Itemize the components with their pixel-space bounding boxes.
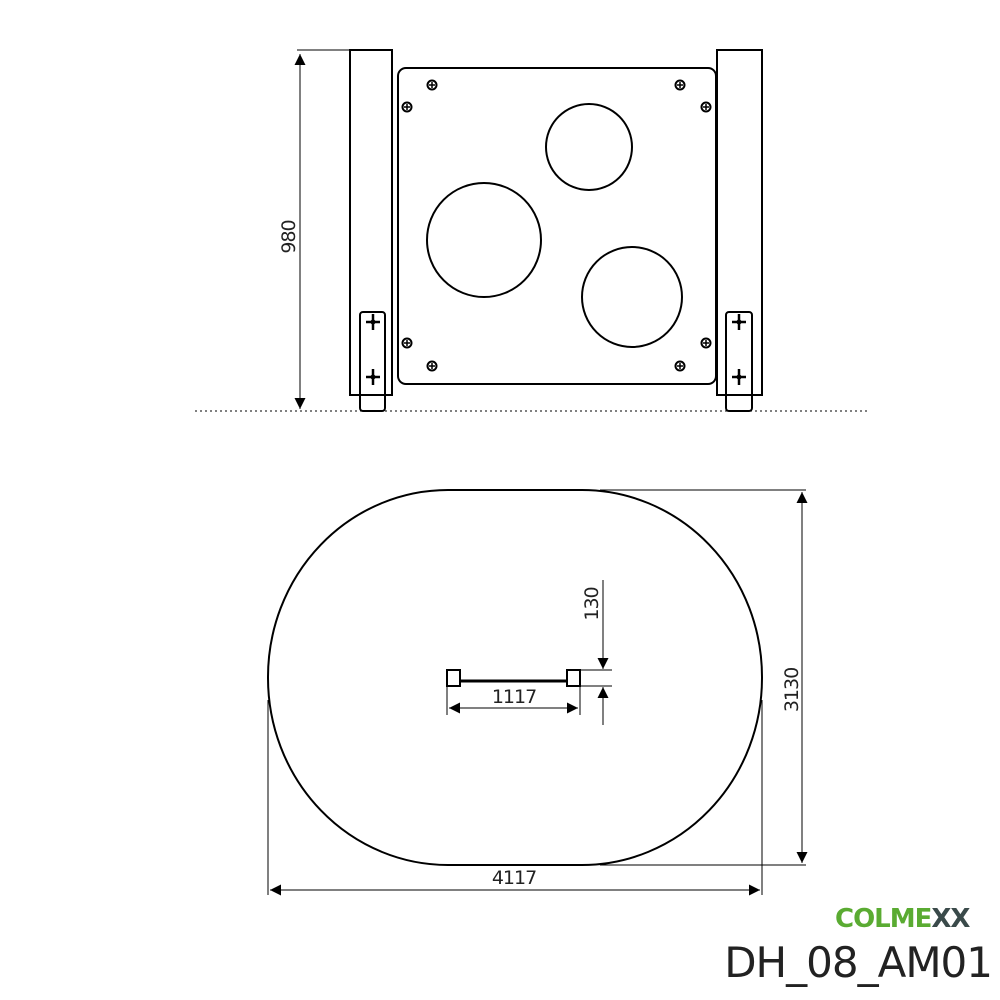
item-depth-label: 130 [581, 587, 603, 620]
depth-label: 3130 [781, 668, 803, 712]
item-width-label: 1117 [492, 686, 536, 708]
screw-icons [401, 79, 712, 372]
front-view: 980 [195, 49, 868, 412]
right-post [716, 49, 763, 396]
logo-text-green: COLME [835, 904, 932, 934]
panel-hole-small [545, 103, 633, 191]
safety-zone [267, 489, 763, 866]
product-code: DH_08_AM01 [724, 938, 993, 987]
left-footing [359, 311, 386, 412]
panel-hole-large [426, 182, 542, 298]
plan-view: 3130 4117 1117 130 [267, 489, 808, 896]
left-post [349, 49, 393, 396]
width-label: 4117 [492, 867, 536, 889]
brand-logo: COLMEXX [835, 904, 970, 934]
panel [397, 67, 717, 385]
height-label: 980 [278, 220, 300, 253]
right-footing [725, 311, 753, 412]
panel-hole-medium [581, 246, 683, 348]
equipment-footprint [446, 669, 581, 687]
logo-text-dark: XX [931, 904, 970, 934]
